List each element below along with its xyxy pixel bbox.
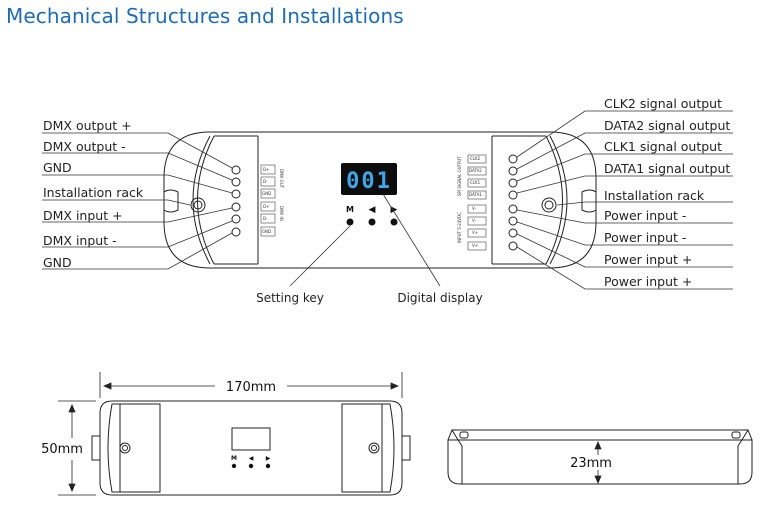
label-power-input-plus-1: Power input +: [604, 252, 692, 267]
top-device: [163, 131, 597, 269]
terminal-data1: [508, 190, 518, 200]
key-left-label: ◀: [369, 205, 376, 215]
terminal-clk1: [508, 178, 518, 188]
tag-spi-side: SPI SIGNAL OUTPUT: [457, 156, 462, 196]
label-dmx-input-plus: DMX input +: [43, 208, 123, 223]
label-installation-rack-left: Installation rack: [43, 185, 144, 200]
label-dmx-input-minus: DMX input -: [43, 233, 117, 248]
key-m-button[interactable]: [346, 218, 354, 226]
tag-power-side: INPUT 5-24VDC: [457, 212, 462, 243]
label-gnd-1: GND: [43, 160, 72, 175]
front-key-m-label: M: [231, 455, 237, 462]
label-data1-signal-output: DATA1 signal output: [604, 161, 730, 176]
front-view-device: [91, 400, 411, 496]
tag-dmx-out-side: DMX OUT: [279, 169, 284, 189]
digital-display: 001: [341, 163, 397, 195]
tag-data2: DATA2: [469, 168, 482, 173]
front-key-right: [265, 463, 271, 469]
label-gnd-2: GND: [43, 255, 72, 270]
key-m-label: M: [346, 205, 354, 214]
front-view-keys: M ◀ ▶: [231, 455, 271, 469]
right-leaders: [516, 110, 733, 290]
height-dimension: [594, 440, 602, 485]
terminal-data2: [508, 166, 518, 176]
tag-clk2: CLK2: [470, 156, 481, 161]
left-labels: DMX output + DMX output - GND Installati…: [43, 118, 144, 270]
terminal-dmx-out-gnd: [231, 189, 241, 199]
label-installation-rack-right: Installation rack: [604, 188, 705, 203]
right-terminals: [508, 154, 518, 251]
tag-power-minus-1: V-: [472, 206, 477, 211]
display-readout: 001: [346, 169, 392, 194]
right-terminal-tags: CLK2 DATA2 CLK1 DATA1 V- V- V+ V+ SPI SI…: [457, 154, 487, 251]
front-key-left-label: ◀: [249, 455, 254, 462]
dimension-width: 50mm: [41, 442, 83, 457]
dimension-height: 23mm: [570, 456, 612, 471]
label-dmx-output-minus: DMX output -: [43, 139, 126, 154]
right-labels: CLK2 signal output DATA2 signal output C…: [604, 96, 730, 289]
terminal-dmx-out-minus: [231, 177, 241, 187]
terminal-dmx-out-plus: [231, 165, 241, 175]
side-view-device: [447, 429, 753, 485]
left-terminals: [231, 165, 241, 237]
terminal-clk2: [508, 154, 518, 164]
terminal-power-plus-2: [508, 241, 518, 251]
label-digital-display: Digital display: [397, 291, 482, 305]
terminal-power-minus-1: [508, 204, 518, 214]
tag-dmx-in-side: DMX IN: [279, 206, 284, 221]
terminal-power-minus-2: [508, 216, 518, 226]
key-left-button[interactable]: [368, 218, 376, 226]
label-data2-signal-output: DATA2 signal output: [604, 118, 730, 133]
width-dimension: [58, 400, 96, 496]
tag-power-plus-1: V+: [472, 230, 478, 235]
terminal-dmx-in-plus: [231, 202, 241, 212]
label-clk2-signal-output: CLK2 signal output: [604, 96, 722, 111]
key-right-label: ▶: [391, 205, 398, 215]
dimension-length: 170mm: [226, 380, 276, 395]
tag-dmx-in-minus: D-: [263, 216, 268, 221]
tag-power-plus-2: V+: [472, 243, 478, 248]
tag-dmx-out-minus: D-: [263, 179, 268, 184]
terminal-dmx-in-minus: [231, 214, 241, 224]
tag-clk1: CLK1: [470, 180, 481, 185]
front-key-right-label: ▶: [266, 455, 271, 462]
tag-dmx-out-plus: D+: [263, 167, 269, 172]
label-setting-key: Setting key: [256, 291, 324, 305]
tag-dmx-out-gnd: GND: [262, 191, 271, 196]
label-power-input-minus-1: Power input -: [604, 208, 686, 223]
left-leaders: [42, 132, 233, 270]
front-key-m: [231, 463, 237, 469]
bottom-leaders: [289, 193, 441, 287]
label-power-input-plus-2: Power input +: [604, 274, 692, 289]
terminal-dmx-in-gnd: [231, 227, 241, 237]
page-title: Mechanical Structures and Installations: [6, 4, 404, 28]
front-key-left: [248, 463, 254, 469]
left-terminal-tags: D+ D- GND D+ D- GND DMX OUT DMX IN: [260, 164, 284, 237]
label-dmx-output-plus: DMX output +: [43, 118, 132, 133]
key-right-button[interactable]: [390, 218, 398, 226]
tag-data1: DATA1: [469, 192, 482, 197]
tag-dmx-in-gnd: GND: [262, 229, 271, 234]
label-power-input-minus-2: Power input -: [604, 230, 686, 245]
tag-power-minus-2: V-: [472, 218, 477, 223]
label-clk1-signal-output: CLK1 signal output: [604, 139, 722, 154]
terminal-power-plus-1: [508, 228, 518, 238]
tag-dmx-in-plus: D+: [263, 204, 269, 209]
length-dimension: [99, 372, 403, 398]
setting-keys: M ◀ ▶: [346, 205, 398, 226]
